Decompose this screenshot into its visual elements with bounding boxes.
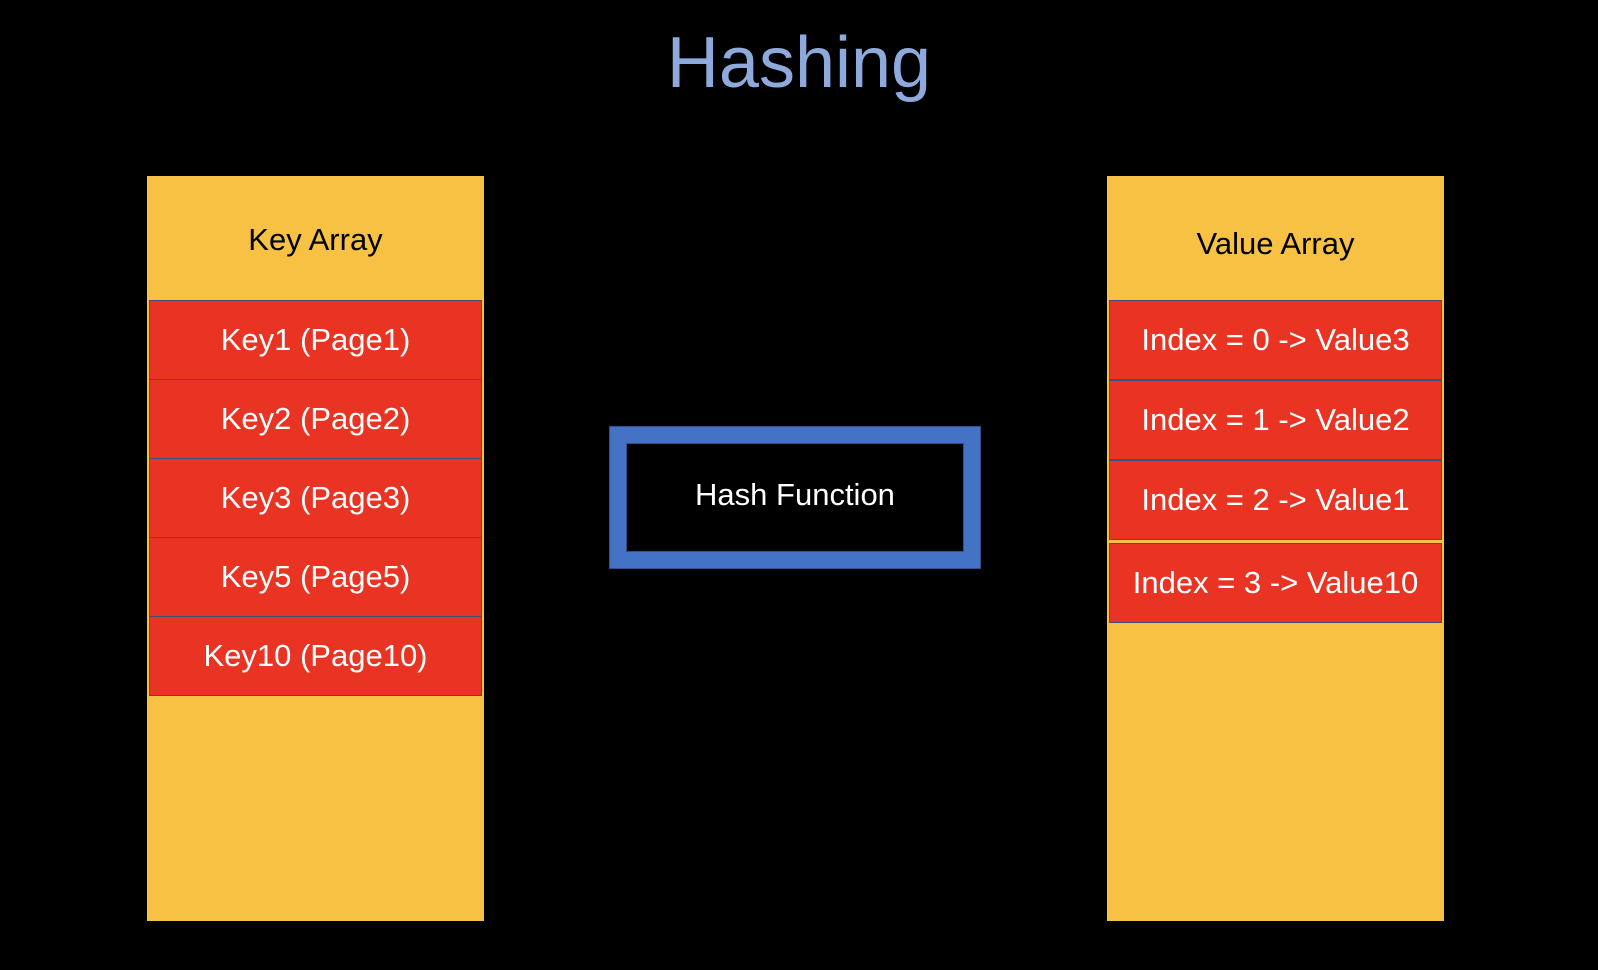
value-array-cell: Index = 3 -> Value10 [1109,543,1442,623]
value-array-header: Value Array [1196,226,1355,261]
value-array-cell: Index = 2 -> Value1 [1109,460,1442,540]
key-array-cell: Key3 (Page3) [149,458,482,538]
value-array-cell: Index = 0 -> Value3 [1109,300,1442,380]
hash-function-box: Hash Function [609,426,981,569]
page-title: Hashing [666,23,932,103]
key-array-header: Key Array [248,222,383,257]
key-array-cell: Key10 (Page10) [149,616,482,696]
key-array: Key Array Key1 (Page1) Key2 (Page2) Key3… [147,176,484,921]
key-array-cell: Key2 (Page2) [149,379,482,459]
key-array-cell: Key5 (Page5) [149,537,482,617]
value-array: Value Array Index = 0 -> Value3 Index = … [1107,176,1444,921]
value-array-cell: Index = 1 -> Value2 [1109,380,1442,460]
hash-function-label: Hash Function [695,476,895,512]
key-array-cell: Key1 (Page1) [149,300,482,380]
